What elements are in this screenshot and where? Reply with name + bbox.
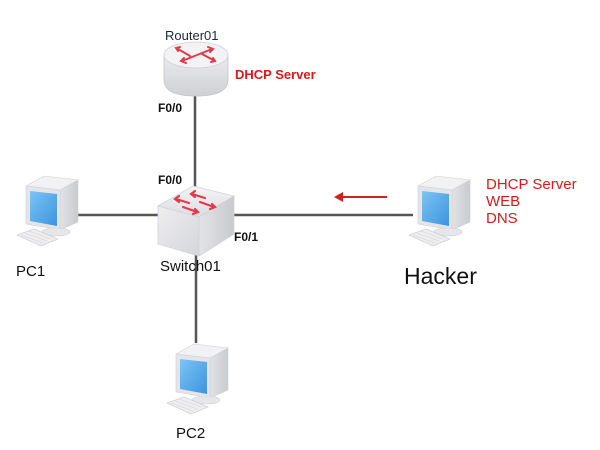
attack-arrow-icon	[334, 192, 387, 202]
hacker-service-dns: DNS	[486, 210, 518, 227]
router-name-label: Router01	[165, 28, 219, 43]
switch-icon	[156, 185, 236, 257]
hacker-service-web: WEB	[486, 193, 521, 210]
switch-port-f01-label: F0/1	[234, 230, 259, 244]
hacker-service-dhcp: DHCP Server	[486, 176, 577, 193]
switch-name-label: Switch01	[160, 258, 221, 275]
hacker-pc-icon	[408, 175, 471, 247]
hacker-name-label: Hacker	[404, 263, 477, 289]
switch-port-f00-label: F0/0	[158, 173, 183, 187]
pc1-icon	[16, 175, 79, 247]
pc1-name-label: PC1	[16, 263, 46, 280]
router-port-f00-label: F0/0	[158, 101, 183, 115]
hacker-services-list: DHCP Server WEB DNS	[486, 176, 577, 227]
pc2-icon	[166, 343, 229, 415]
pc2-name-label: PC2	[176, 425, 206, 442]
router-role-label: DHCP Server	[235, 67, 316, 82]
router-icon	[163, 41, 229, 97]
